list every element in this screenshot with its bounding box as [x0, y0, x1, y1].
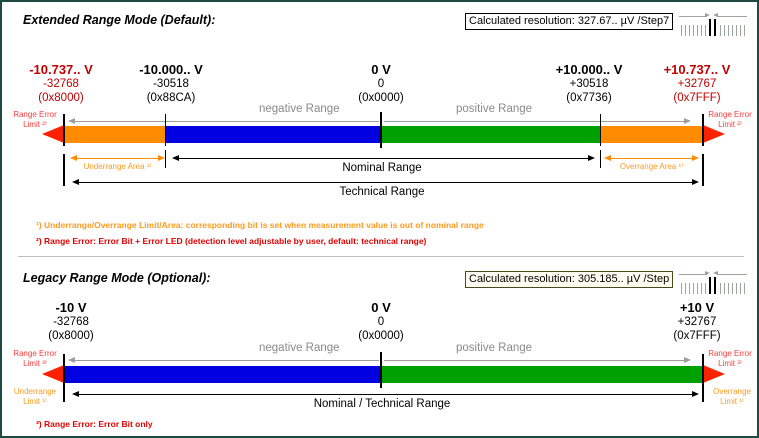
legacy-resolution-text: Calculated resolution: 305.185.. µV /Ste… [469, 273, 670, 285]
extended-nominal-range-label: Nominal Range [342, 162, 422, 174]
extended-overrange-segment [601, 126, 703, 143]
legacy-tick-max [702, 354, 704, 402]
legacy-resolution-box: Calculated resolution: 305.185.. µV /Ste… [465, 271, 674, 288]
extended-resolution-box: Calculated resolution: 327.67.. µV /Step… [465, 13, 674, 30]
extended-nominal-range-line [178, 158, 588, 159]
legacy-point-0: -10 V -32768 (0x8000) [48, 300, 94, 342]
extended-point-0: -10.737.. V -32768 (0x8000) [29, 62, 93, 104]
legacy-negative-range-label: negative Range [259, 342, 340, 354]
footnote-3: ³) Range Error: Error Bit only [36, 419, 153, 429]
extended-negative-range-line [74, 121, 379, 122]
extended-positive-range-segment [381, 126, 601, 143]
extended-resolution-suffix: 7 [663, 15, 670, 27]
legacy-range-error-left-label: Range Error Limit ³⁾ [13, 349, 57, 368]
extended-nominal-arrow-left [172, 155, 179, 161]
legacy-positive-range-label: positive Range [456, 342, 533, 354]
section-divider [18, 256, 744, 257]
legacy-point-1: 0 V 0 (0x0000) [358, 300, 404, 342]
legacy-tick-zero [380, 352, 382, 388]
footnote-2: ²) Range Error: Error Bit + Error LED (d… [36, 236, 427, 246]
extended-underrange-arrow-left [70, 155, 77, 161]
extended-right-error-tip [703, 125, 725, 143]
extended-negative-range-arrow [68, 118, 75, 124]
legacy-negative-range-segment [64, 366, 381, 383]
legacy-right-error-tip [703, 365, 725, 383]
extended-technical-range-line [78, 182, 692, 183]
legacy-positive-range-segment [381, 366, 703, 383]
extended-nominal-left-bar [165, 150, 166, 168]
extended-positive-range-line [384, 121, 684, 122]
legacy-positive-range-arrow [684, 357, 691, 363]
extended-underrange-area-label: Underrange Area ¹⁾ [83, 162, 152, 171]
diagram-inner-frame: Extended Range Mode (Default): Calculate… [5, 5, 756, 435]
extended-technical-arrow-right [692, 179, 699, 185]
legacy-negative-range-arrow [68, 357, 75, 363]
legacy-nominal-technical-arrow-right [692, 391, 699, 397]
extended-range-error-left-label: Range Error Limit ²⁾ [13, 110, 57, 129]
legacy-nominal-technical-label: Nominal / Technical Range [313, 398, 451, 410]
extended-tick-max [702, 114, 704, 146]
extended-underrange-arrow-right [158, 155, 165, 161]
extended-negative-range-segment [166, 126, 381, 143]
legacy-point-2: +10 V +32767 (0x7FFF) [673, 300, 721, 342]
extended-left-error-tip [42, 125, 64, 143]
extended-tick-nomin [165, 114, 166, 146]
legacy-tick-min [63, 354, 65, 402]
extended-overrange-line [610, 158, 692, 159]
extended-technical-right-bar [702, 154, 704, 186]
legacy-resolution-scale-icon [679, 271, 753, 294]
legacy-overrange-limit-label: Overrange Limit ¹⁾ [713, 387, 751, 406]
legacy-nominal-technical-arrow-left [72, 391, 79, 397]
extended-underrange-segment [64, 126, 166, 143]
legacy-section-title: Legacy Range Mode (Optional): [23, 271, 211, 285]
extended-nominal-arrow-right [588, 155, 595, 161]
legacy-nominal-technical-line [78, 394, 692, 395]
extended-positive-range-label: positive Range [456, 103, 533, 115]
extended-resolution-scale-icon [679, 13, 753, 36]
extended-underrange-line [76, 158, 158, 159]
extended-range-error-right-label: Range Error Limit ²⁾ [708, 110, 752, 129]
legacy-range-error-right-label: Range Error Limit ³⁾ [708, 349, 752, 368]
extended-point-4: +10.737.. V +32767 (0x7FFF) [663, 62, 731, 104]
extended-technical-range-label: Technical Range [339, 186, 425, 198]
extended-technical-left-bar [63, 154, 65, 186]
extended-tick-min [63, 114, 65, 146]
extended-overrange-area-label: Overrange Area ¹⁾ [619, 162, 684, 171]
legacy-negative-range-line [74, 360, 379, 361]
extended-overrange-arrow-left [604, 155, 611, 161]
legacy-underrange-limit-label: Underrange Limit ¹⁾ [13, 387, 57, 406]
footnote-1: ¹) Underrange/Overrange Limit/Area: corr… [36, 220, 484, 230]
legacy-positive-range-line [384, 360, 684, 361]
extended-section-title: Extended Range Mode (Default): [23, 13, 216, 27]
extended-negative-range-label: negative Range [259, 103, 340, 115]
extended-tick-zero [380, 112, 382, 148]
extended-point-3: +10.000.. V +30518 (0x7736) [555, 62, 623, 104]
extended-resolution-text: Calculated resolution: 327.67.. µV /Step [469, 15, 664, 27]
extended-positive-range-arrow [684, 118, 691, 124]
extended-overrange-arrow-right [692, 155, 699, 161]
extended-tick-nomax [600, 114, 601, 146]
extended-point-2: 0 V 0 (0x0000) [358, 62, 404, 104]
extended-nominal-right-bar [600, 150, 601, 168]
extended-point-1: -10.000.. V -30518 (0x88CA) [139, 62, 203, 104]
extended-technical-arrow-left [72, 179, 79, 185]
legacy-left-error-tip [42, 365, 64, 383]
